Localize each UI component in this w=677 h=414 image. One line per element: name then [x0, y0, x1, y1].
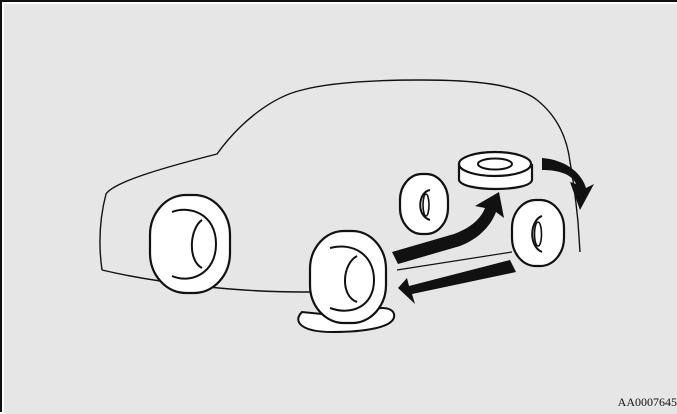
rear-tire-icon — [512, 200, 564, 266]
front-tire-icon — [150, 195, 230, 293]
figure-reference-code: AA0007645 — [618, 395, 677, 410]
rear-tire-icon — [400, 174, 448, 234]
spare-tire-icon — [459, 152, 532, 189]
